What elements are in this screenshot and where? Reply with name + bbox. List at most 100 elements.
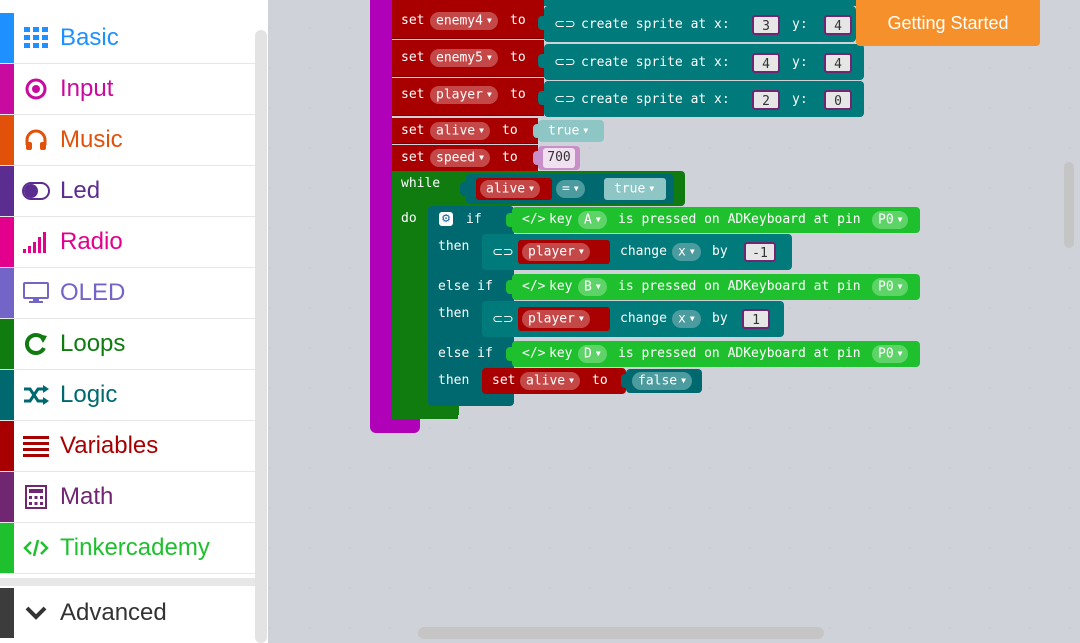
key-pressed-a-block[interactable]: </> key A▼ is pressed on ADKeyboard at p… [506,207,920,233]
category-led[interactable]: Led [0,166,255,217]
toolbox-scrollbar[interactable] [255,30,267,643]
category-tinkercademy[interactable]: Tinkercademy [0,523,255,574]
set-keyword: set [401,50,425,65]
dropdown-arrow-icon: ▼ [595,349,601,358]
calculator-icon [22,483,50,511]
dropdown-arrow-icon: ▼ [578,314,584,323]
alive-variable-dropdown[interactable]: alive▼ [520,372,580,390]
number-block[interactable]: 700 [533,146,580,170]
set-alive-false-block[interactable]: set alive▼ to [482,368,626,394]
change-sprite-x-minus-block[interactable]: ⊂⊃ player▼ change x▼ by -1 [482,234,792,270]
key-pressed-d-block[interactable]: </> key D▼ is pressed on ADKeyboard at p… [506,341,920,367]
category-advanced-color-bar [0,588,14,638]
pressed-text: is pressed on ADKeyboard at pin [618,212,861,227]
category-oled[interactable]: OLED [0,268,255,319]
create-sprite-enemy5-block[interactable]: ⊂⊃ create sprite at x: 4 y: 4 [538,44,864,80]
delta-input[interactable]: -1 [744,242,776,262]
boolean-dropdown[interactable]: true▼ [608,180,660,198]
key-pressed-b-block[interactable]: </> key B▼ is pressed on ADKeyboard at p… [506,274,920,300]
change-sprite-x-plus-block[interactable]: ⊂⊃ player▼ change x▼ by 1 [482,301,784,337]
dropdown-arrow-icon: ▼ [569,376,574,385]
player-variable-dropdown[interactable]: player▼ [430,86,498,104]
player-reporter-dropdown[interactable]: player▼ [522,243,590,261]
else-if-keyword: else if [438,279,493,294]
player-variable-reporter[interactable]: player▼ [518,307,610,331]
to-keyword: to [502,150,518,165]
lines-icon [22,432,50,460]
sprite-x-input[interactable]: 3 [752,15,780,35]
boolean-true-reporter[interactable]: true▼ [604,178,666,200]
boolean-dropdown[interactable]: true▼ [542,122,594,140]
set-keyword: set [401,13,425,28]
category-music[interactable]: Music [0,115,255,166]
dropdown-value: speed [436,150,476,166]
headphones-icon [22,126,50,154]
dropdown-value: false [638,373,678,389]
set-enemy4-block[interactable]: set enemy4▼ to [392,6,544,39]
pin-dropdown[interactable]: P0▼ [872,211,909,229]
dropdown-arrow-icon: ▼ [649,184,655,193]
input-plug [621,374,629,388]
boolean-dropdown[interactable]: false▼ [632,372,692,390]
boolean-true-block[interactable]: true▼ [533,120,604,142]
set-speed-block[interactable]: set speed▼ to [392,145,538,171]
speed-value-input[interactable]: 700 [543,148,575,168]
set-keyword: set [401,150,425,165]
axis-dropdown[interactable]: x▼ [672,310,701,328]
create-sprite-enemy4-block[interactable]: ⊂⊃ create sprite at x: 3 y: 4 [538,6,856,42]
dropdown-value: P0 [878,346,894,362]
set-alive-block[interactable]: set alive▼ to [392,118,538,144]
category-loops[interactable]: Loops [0,319,255,370]
category-math-label: Math [60,483,114,510]
dropdown-arrow-icon: ▼ [486,16,492,25]
set-enemy5-block[interactable]: set enemy5▼ to [392,40,544,77]
axis-dropdown[interactable]: x▼ [672,243,701,261]
category-radio[interactable]: Radio [0,217,255,268]
workspace-horizontal-scrollbar[interactable] [418,627,824,639]
category-logic[interactable]: Logic [0,370,255,421]
create-sprite-label: create sprite at x: [581,17,730,32]
pin-dropdown[interactable]: P0▼ [872,278,909,296]
pin-dropdown[interactable]: P0▼ [872,345,909,363]
category-advanced[interactable]: Advanced [0,588,255,638]
category-input[interactable]: Input [0,64,255,115]
alive-reporter-dropdown[interactable]: alive▼ [480,180,540,198]
boolean-false-block[interactable]: false▼ [621,369,702,393]
alive-variable-reporter[interactable]: alive▼ [476,178,552,200]
delta-input[interactable]: 1 [742,309,770,329]
input-plug [538,16,546,30]
speed-variable-dropdown[interactable]: speed▼ [430,149,490,167]
category-input-label: Input [60,75,114,102]
key-dropdown[interactable]: A▼ [578,211,607,229]
player-variable-reporter[interactable]: player▼ [518,240,610,264]
category-variables[interactable]: Variables [0,421,255,472]
dropdown-arrow-icon: ▼ [529,184,534,193]
dropdown-arrow-icon: ▼ [897,349,903,358]
dropdown-arrow-icon: ▼ [486,90,492,99]
compare-equals-block[interactable]: alive▼ =▼ true▼ [460,174,674,204]
alive-variable-dropdown[interactable]: alive▼ [430,122,490,140]
key-dropdown[interactable]: D▼ [578,345,607,363]
category-oled-color-bar [0,268,14,318]
enemy4-variable-dropdown[interactable]: enemy4▼ [430,12,498,30]
create-sprite-player-block[interactable]: ⊂⊃ create sprite at x: 2 y: 0 [538,81,864,117]
operator-dropdown[interactable]: =▼ [556,180,585,198]
getting-started-button[interactable]: Getting Started [856,0,1040,46]
dropdown-arrow-icon: ▼ [595,282,601,291]
set-player-block[interactable]: set player▼ to [392,78,544,116]
dropdown-arrow-icon: ▼ [479,153,484,162]
sprite-y-input[interactable]: 0 [824,90,852,110]
category-basic[interactable]: Basic [0,13,255,64]
player-reporter-dropdown[interactable]: player▼ [522,310,590,328]
enemy5-variable-dropdown[interactable]: enemy5▼ [430,49,498,67]
sprite-y-input[interactable]: 4 [824,15,852,35]
workspace-vertical-scrollbar[interactable] [1064,162,1074,248]
sprite-x-input[interactable]: 4 [752,53,780,73]
sprite-y-input[interactable]: 4 [824,53,852,73]
key-dropdown[interactable]: B▼ [578,278,607,296]
category-math[interactable]: Math [0,472,255,523]
on-start-block-spine[interactable] [370,0,392,432]
sprite-x-input[interactable]: 2 [752,90,780,110]
settings-gear-icon[interactable]: ⚙ [439,212,453,226]
if-keyword: if [466,212,482,227]
